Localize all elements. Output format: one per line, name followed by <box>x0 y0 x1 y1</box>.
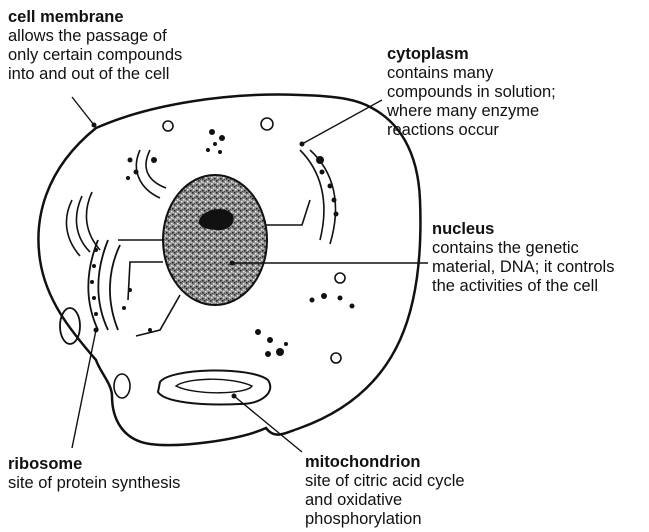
leader-cytoplasm <box>302 100 382 144</box>
label-cell-membrane-title: cell membrane <box>8 8 182 27</box>
nucleus-body <box>163 175 267 305</box>
label-nucleus: nucleus contains the genetic material, D… <box>432 220 614 296</box>
label-cytoplasm: cytoplasm contains many compounds in sol… <box>387 45 556 140</box>
label-ribosome-desc: site of protein synthesis <box>8 474 180 493</box>
label-ribosome-title: ribosome <box>8 455 180 474</box>
label-nucleus-title: nucleus <box>432 220 614 239</box>
mitochondrion-outline <box>158 370 270 404</box>
label-cytoplasm-title: cytoplasm <box>387 45 556 64</box>
label-ribosome: ribosome site of protein synthesis <box>8 455 180 493</box>
label-mitochondrion: mitochondrion site of citric acid cycle … <box>305 453 465 529</box>
label-mitochondrion-title: mitochondrion <box>305 453 465 472</box>
leader-cell-membrane <box>72 97 94 125</box>
label-mitochondrion-desc: site of citric acid cycle and oxidative … <box>305 472 465 529</box>
label-cell-membrane: cell membrane allows the passage of only… <box>8 8 182 84</box>
leader-mitochondrion <box>234 396 302 452</box>
label-nucleus-desc: contains the genetic material, DNA; it c… <box>432 239 614 296</box>
er-left <box>88 240 120 330</box>
label-cell-membrane-desc: allows the passage of only certain compo… <box>8 27 182 84</box>
label-cytoplasm-desc: contains many compounds in solution; whe… <box>387 64 556 140</box>
